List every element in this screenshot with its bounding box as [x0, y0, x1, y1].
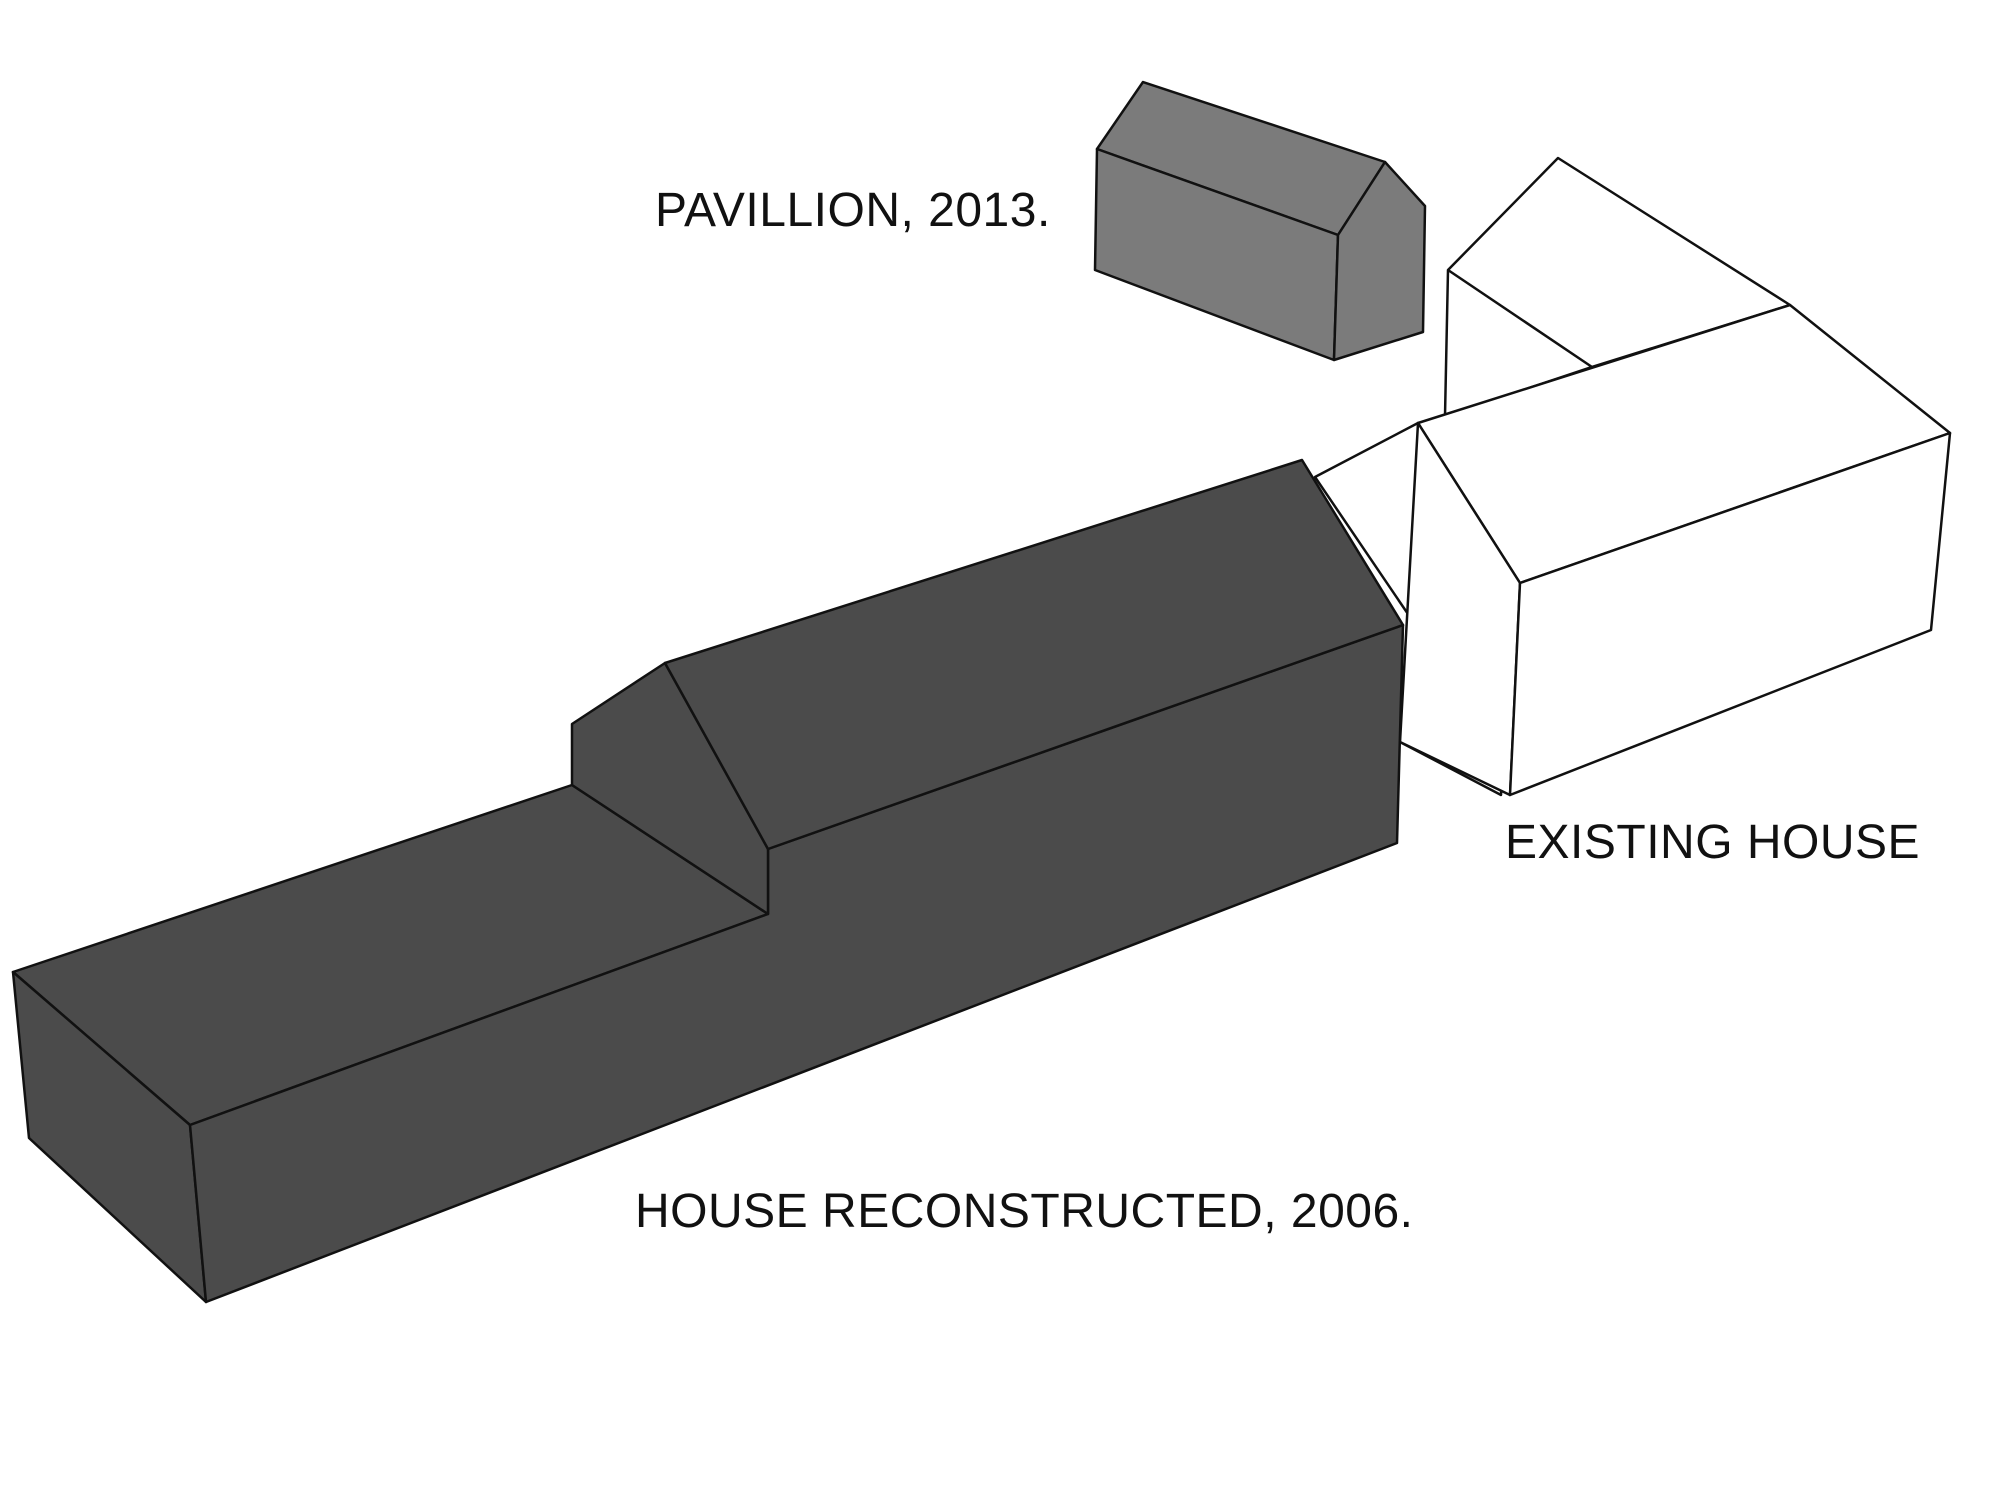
- existing-house-rear-wing-edge: [1447, 268, 1593, 369]
- pavilion-volume: [1093, 80, 1427, 362]
- pavilion-gable: [1332, 160, 1427, 362]
- existing-house-label: EXISTING HOUSE: [1505, 816, 1921, 869]
- existing-house-front-wall: [1508, 431, 1952, 797]
- existing-house-volume: [1313, 156, 1952, 797]
- pavilion-label: PAVILLION, 2013.: [655, 184, 1051, 237]
- reconstructed-house-volume: [11, 458, 1405, 1304]
- reconstructed-house-roof: [663, 458, 1405, 851]
- house-reconstructed-label: HOUSE RECONSTRUCTED, 2006.: [635, 1185, 1414, 1238]
- reconstructed-house-raised-block: [570, 661, 770, 916]
